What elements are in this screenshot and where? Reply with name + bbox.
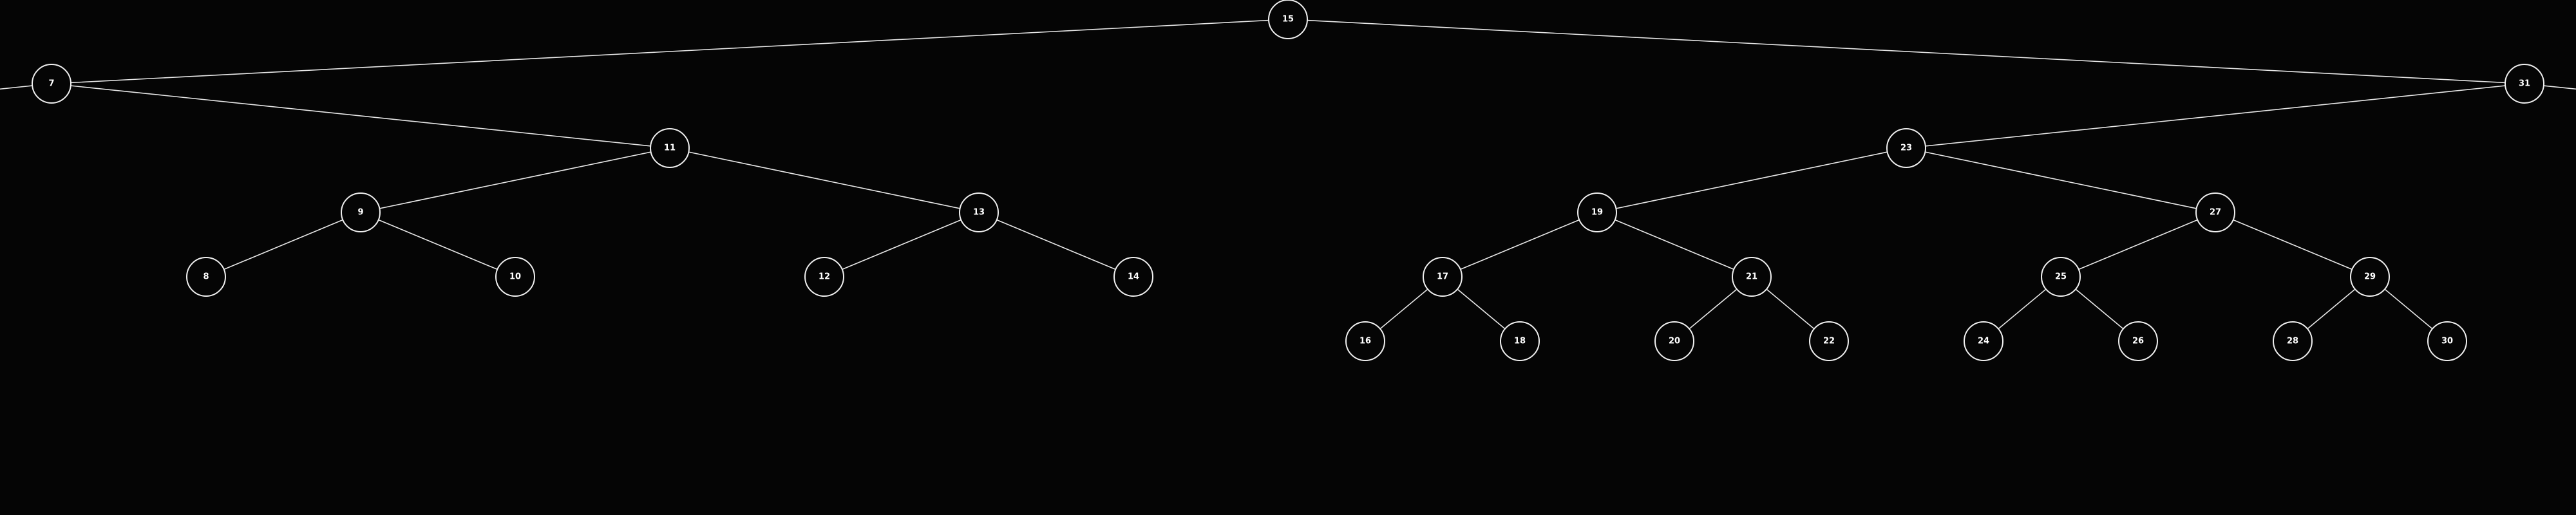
tree-node-circle [2195, 192, 2235, 232]
tree-node: 30 [2427, 321, 2467, 361]
nodes-layer: 15 7 11 9 8 10 13 12 14 31 23 19 17 16 18 21 20 22 27 25 24 2… [32, 0, 2544, 361]
tree-node-label: 31 [2519, 79, 2530, 89]
tree-node-circle [2505, 64, 2544, 104]
tree-edge [360, 147, 670, 213]
tree-edge [51, 19, 1289, 84]
tree-node-circle [650, 128, 690, 168]
tree-edge [1596, 147, 1907, 213]
tree-edge [1442, 212, 1598, 277]
tree-node-label: 14 [1128, 272, 1139, 282]
tree-node: 23 [1886, 128, 1926, 168]
tree-node-circle [186, 257, 226, 297]
tree-edge [1906, 147, 2216, 213]
tree-node-label: 18 [1514, 337, 1526, 346]
tree-node: 29 [2350, 257, 2390, 297]
tree-node: 18 [1500, 321, 1540, 361]
tree-node-label: 27 [2210, 208, 2221, 218]
tree-node: 14 [1113, 257, 1153, 297]
tree-node-label: 16 [1359, 337, 1371, 346]
tree-node-label: 28 [2287, 337, 2298, 346]
tree-node-circle [959, 192, 999, 232]
tree-node-circle [1654, 321, 1694, 361]
tree-node: 9 [341, 192, 381, 232]
tree-node-circle [1809, 321, 1849, 361]
tree-node: 8 [186, 257, 226, 297]
tree-edge [978, 212, 1134, 277]
tree-node-circle [341, 192, 381, 232]
tree-node-label: 12 [819, 272, 830, 282]
tree-node: 21 [1732, 257, 1772, 297]
tree-node: 15 [1268, 0, 1308, 39]
tree-edge [824, 212, 980, 277]
tree-node: 10 [495, 257, 535, 297]
tree-node: 22 [1809, 321, 1849, 361]
tree-node: 20 [1654, 321, 1694, 361]
tree-node-label: 24 [1978, 337, 1989, 346]
tree-node: 27 [2195, 192, 2235, 232]
tree-node-circle [2350, 257, 2390, 297]
tree-edge [1596, 212, 1752, 277]
tree-node: 26 [2118, 321, 2158, 361]
tree-node-label: 21 [1746, 272, 1757, 282]
tree-node: 17 [1423, 257, 1463, 297]
tree-node: 13 [959, 192, 999, 232]
tree-node-label: 11 [664, 144, 676, 153]
tree-node-label: 7 [48, 79, 54, 89]
tree-edge [360, 212, 516, 277]
tree-edge [669, 147, 980, 213]
tree-node-label: 29 [2364, 272, 2376, 282]
tree-node-circle [1345, 321, 1385, 361]
tree-node-circle [1886, 128, 1926, 168]
tree-node-label: 8 [203, 272, 209, 282]
tree-node: 7 [32, 64, 71, 104]
tree-node-circle [2427, 321, 2467, 361]
tree-node: 16 [1345, 321, 1385, 361]
tree-edge [1287, 19, 2525, 84]
tree-node-label: 25 [2055, 272, 2067, 282]
tree-node-circle [495, 257, 535, 297]
tree-node-label: 19 [1591, 208, 1603, 218]
tree-node-circle [1113, 257, 1153, 297]
tree-node: 24 [1964, 321, 2003, 361]
tree-edge [2215, 212, 2371, 277]
tree-node: 11 [650, 128, 690, 168]
tree-node-label: 22 [1823, 337, 1835, 346]
tree-node-label: 9 [357, 208, 363, 218]
tree-node-circle [804, 257, 844, 297]
tree-node-label: 15 [1282, 15, 1294, 24]
tree-node-label: 23 [1900, 144, 1912, 153]
tree-node: 25 [2041, 257, 2081, 297]
tree-edge [205, 212, 361, 277]
tree-node-label: 10 [509, 272, 521, 282]
tree-node-label: 30 [2441, 337, 2453, 346]
tree-node-circle [1268, 0, 1308, 39]
tree-node: 28 [2273, 321, 2313, 361]
tree-node-label: 17 [1437, 272, 1448, 282]
tree-node: 12 [804, 257, 844, 297]
tree-node-label: 13 [973, 208, 985, 218]
tree-node-circle [2118, 321, 2158, 361]
tree-edge [1906, 83, 2525, 149]
edges-layer [0, 19, 2576, 342]
tree-node-circle [2041, 257, 2081, 297]
tree-node-circle [1964, 321, 2003, 361]
tree-node-circle [1577, 192, 1617, 232]
tree-node-circle [2273, 321, 2313, 361]
tree-edge [51, 83, 670, 149]
tree-edge [2060, 212, 2216, 277]
tree-node: 31 [2505, 64, 2544, 104]
tree-node-label: 20 [1669, 337, 1680, 346]
tree-node-circle [1732, 257, 1772, 297]
tree-node: 19 [1577, 192, 1617, 232]
tree-node-circle [32, 64, 71, 104]
tree-node-circle [1423, 257, 1463, 297]
tree-node-circle [1500, 321, 1540, 361]
tree-node-label: 26 [2132, 337, 2144, 346]
